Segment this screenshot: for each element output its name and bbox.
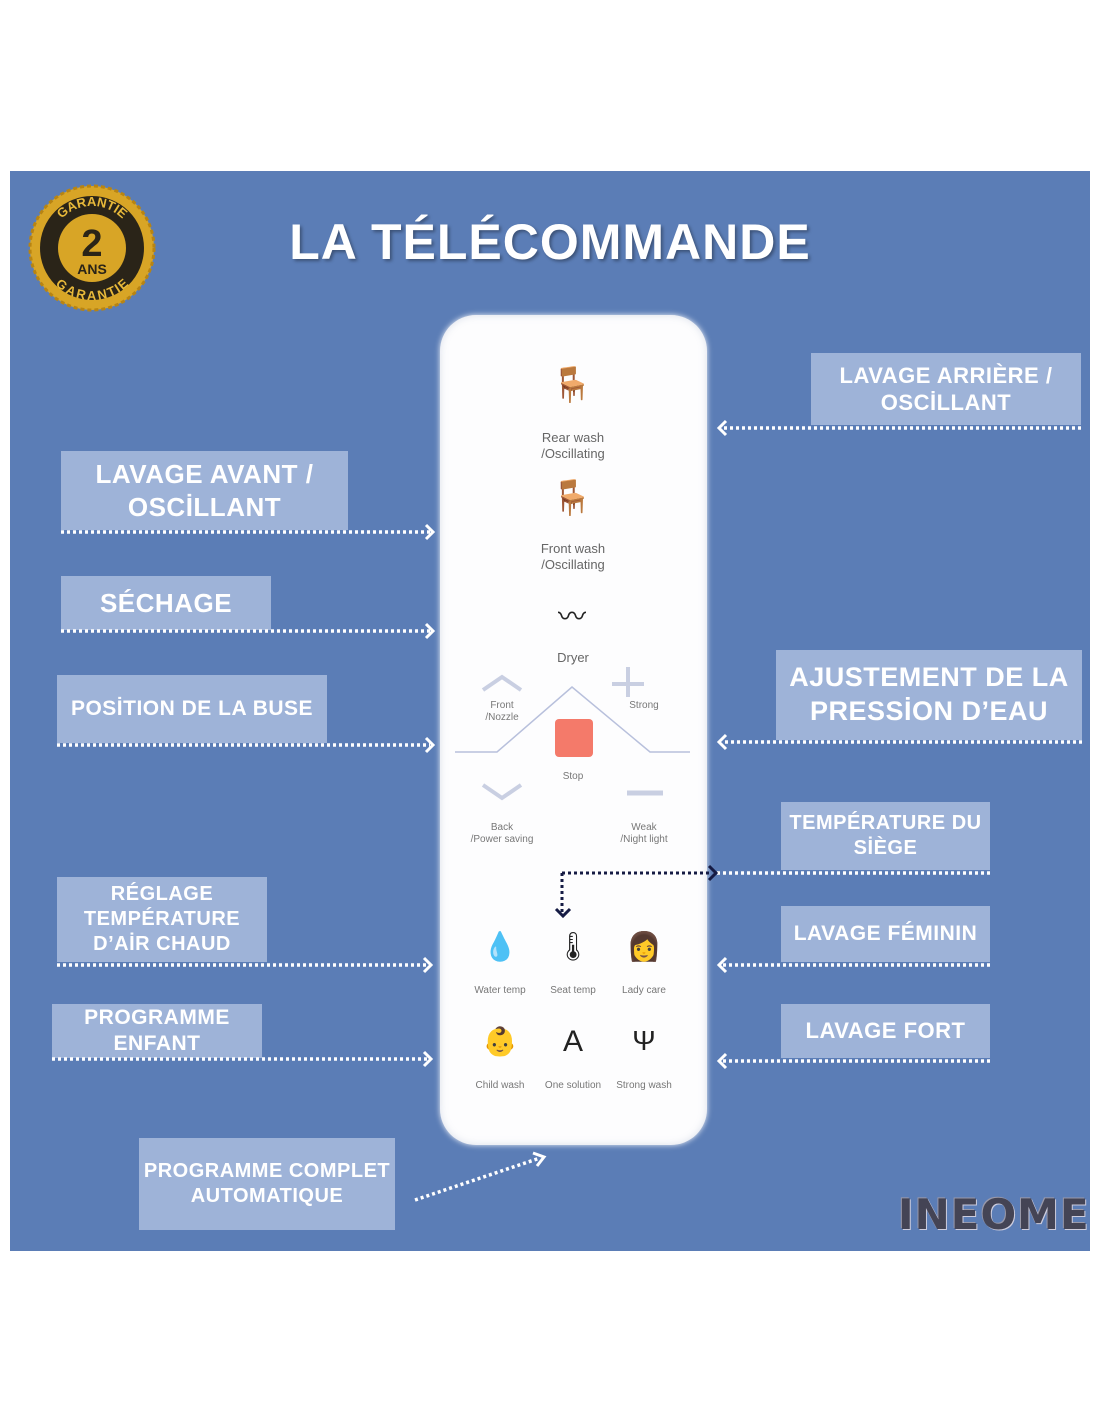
page-title: LA TÉLÉCOMMANDE (289, 214, 811, 270)
label-air-temp: RÉGLAGE TEMPÉRATURE D’AİR CHAUD (57, 877, 267, 962)
child-wash-icon[interactable]: 👶 (482, 1026, 518, 1057)
one-solution-icon[interactable]: A (562, 1025, 583, 1058)
child-wash-text: Child wash (475, 1080, 525, 1091)
label-front-wash: LAVAGE AVANT / OSCİLLANT (61, 451, 348, 530)
seat-temp-icon[interactable]: 🌡 (555, 931, 591, 962)
strong-text: Strong (629, 700, 659, 711)
lady-care-text: Lady care (622, 985, 666, 996)
stop-button[interactable] (555, 719, 593, 757)
water-temp-text: Water temp (474, 985, 526, 996)
label-pressure: AJUSTEMENT DE LA PRESSİON D’EAU (776, 650, 1082, 740)
lady-care-icon[interactable]: 👩 (626, 931, 662, 962)
down-arrow-icon (481, 783, 523, 801)
label-lady: LAVAGE FÉMININ (781, 906, 990, 962)
label-seat-temp: TEMPÉRATURE DU SİÈGE (781, 802, 990, 870)
back-text: Back /Power saving (470, 822, 534, 845)
label-rear-wash: LAVAGE ARRIÈRE / OSCİLLANT (811, 353, 1081, 425)
label-drying: SÉCHAGE (61, 576, 271, 630)
front-wash-icon[interactable]: 🪑 (550, 479, 594, 517)
svg-text:2: 2 (81, 223, 102, 265)
brand-logo: INEOME (898, 1190, 1090, 1239)
rear-wash-icon[interactable]: 🪑 (550, 366, 594, 404)
one-solution-text: One solution (544, 1080, 602, 1091)
label-strong: LAVAGE FORT (781, 1004, 990, 1058)
dryer-text: Dryer (557, 650, 589, 665)
strong-wash-icon[interactable]: Ψ (632, 1025, 656, 1056)
front-nozzle-text: Front /Nozzle (485, 700, 519, 723)
label-child: PROGRAMME ENFANT (52, 1004, 262, 1058)
warranty-badge: GARANTIE GARANTIE 2 ANS (28, 184, 156, 312)
weak-text: Weak /Night light (620, 822, 668, 845)
water-temp-icon[interactable]: 💧 (482, 931, 518, 962)
strong-wash-text: Strong wash (616, 1080, 672, 1091)
label-auto: PROGRAMME COMPLET AUTOMATIQUE (139, 1138, 395, 1230)
label-nozzle: POSİTION DE LA BUSE (57, 675, 327, 743)
stop-text: Stop (562, 771, 584, 782)
nozzle-pad-lines (455, 667, 690, 801)
front-wash-text: Front wash /Oscillating (540, 541, 606, 572)
rear-wash-text: Rear wash /Oscillating (541, 430, 605, 461)
up-arrow-icon (481, 674, 523, 692)
dryer-icon[interactable]: 〰 (557, 601, 586, 632)
seat-temp-text: Seat temp (550, 985, 596, 996)
svg-text:ANS: ANS (77, 261, 107, 277)
